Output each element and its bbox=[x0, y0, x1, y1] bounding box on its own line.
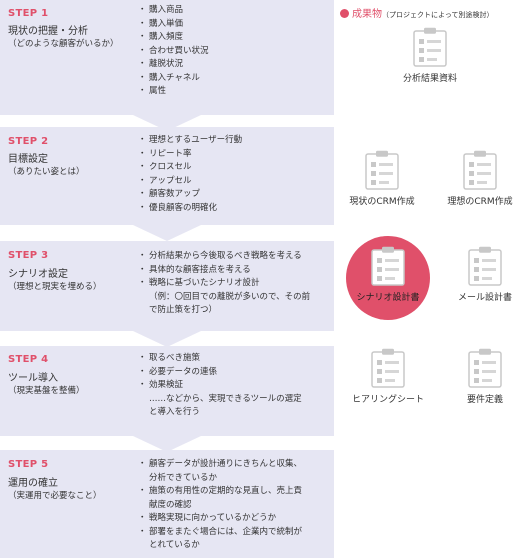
deliverable-requirements: 要件定義 bbox=[436, 348, 529, 405]
clipboard-icon bbox=[468, 246, 502, 286]
list-item: 必要データの連係 bbox=[138, 366, 302, 380]
list-item: 戦略実現に向かっているかどうか bbox=[138, 512, 302, 526]
deliverable-mail-design: メール設計書 bbox=[436, 246, 529, 303]
list-item: 離脱状況 bbox=[138, 58, 209, 72]
list-item: 献度の確認 bbox=[149, 499, 192, 510]
clipboard-icon bbox=[468, 348, 502, 388]
step-5-title: STEP 5 bbox=[8, 459, 49, 470]
step-2-subtitle: （ありたい姿とは） bbox=[8, 167, 85, 177]
step-1-subtitle: （どのような顧客がいるか） bbox=[8, 39, 119, 49]
deliverable-analysis-report: 分析結果資料 bbox=[381, 27, 479, 84]
deliverable-label: ヒアリングシート bbox=[351, 395, 424, 405]
deliverable-hearing-sheet: ヒアリングシート bbox=[339, 348, 437, 405]
list-item: 属性 bbox=[138, 85, 209, 99]
list-item: リピート率 bbox=[138, 148, 242, 162]
deliverable-scenario-design: シナリオ設計書 bbox=[339, 236, 437, 320]
list-item: 顧客数アップ bbox=[138, 188, 242, 202]
list-item: で防止策を打つ） bbox=[149, 305, 218, 315]
deliverables-legend: 成果物（プロジェクトによって別途検討） bbox=[340, 5, 493, 20]
clipboard-icon bbox=[365, 150, 399, 190]
list-item: 合わせ買い状況 bbox=[138, 45, 208, 59]
list-item: 購入商品 bbox=[138, 4, 209, 18]
legend-label: 成果物 bbox=[352, 9, 382, 20]
deliverable-current-crm: 現状のCRM作成 bbox=[333, 150, 431, 207]
step-4-name: ツール導入 bbox=[8, 373, 58, 384]
deliverable-label: 要件定義 bbox=[466, 395, 503, 405]
clipboard-icon bbox=[371, 348, 405, 388]
list-item: 購入チャネル bbox=[138, 72, 209, 86]
step-3-items: 分析結果から今後取るべき戦略を考える 具体的な顧客接点を考える 戦略に基づいたシ… bbox=[138, 250, 311, 318]
clipboard-icon bbox=[463, 150, 497, 190]
list-item: 優良顧客の明確化 bbox=[138, 202, 242, 216]
step-2-name: 目標設定 bbox=[8, 154, 48, 165]
step-1-title: STEP 1 bbox=[8, 8, 49, 19]
deliverable-label: 現状のCRM作成 bbox=[349, 197, 415, 207]
step-2-items: 理想とするユーザー行動 リピート率 クロスセル アップセル 顧客数アップ 優良顧… bbox=[138, 134, 242, 216]
list-item: 理想とするユーザー行動 bbox=[138, 134, 242, 148]
step-4-subtitle: （現実基盤を整備） bbox=[8, 386, 85, 396]
list-item: （例：〇回目での離脱が多いので、その前 bbox=[149, 291, 311, 302]
list-item: クロスセル bbox=[138, 161, 242, 175]
list-item: 具体的な顧客接点を考える bbox=[138, 264, 310, 278]
deliverable-label: 分析結果資料 bbox=[402, 74, 457, 84]
step-2-title: STEP 2 bbox=[8, 136, 49, 147]
deliverable-ideal-crm: 理想のCRM作成 bbox=[431, 150, 529, 207]
step-3-title: STEP 3 bbox=[8, 250, 49, 261]
list-item: 戦略に基づいたシナリオ設計 bbox=[138, 277, 310, 291]
list-item: 部署をまたぐ場合には、企業内で統制が bbox=[138, 526, 302, 540]
deliverable-label: メール設計書 bbox=[457, 293, 512, 303]
list-item: 購入頻度 bbox=[138, 31, 209, 45]
clipboard-icon bbox=[371, 246, 405, 286]
list-item: 効果検証 bbox=[138, 379, 302, 393]
step-arrow-icon bbox=[133, 436, 201, 452]
step-arrow-icon bbox=[133, 225, 201, 241]
step-arrow-icon bbox=[133, 331, 201, 347]
list-item: 取るべき施策 bbox=[138, 352, 302, 366]
step-1-name: 現状の把握・分析 bbox=[8, 26, 88, 37]
step-5-items: 顧客データが設計通りにきちんと収集、 分析できているか 施策の有用性の定期的な見… bbox=[138, 458, 302, 553]
list-item: と導入を行う bbox=[149, 407, 201, 417]
step-4-items: 取るべき施策 必要データの連係 効果検証 ……などから、実現できるツールの選定 … bbox=[138, 352, 302, 420]
legend-note: （プロジェクトによって別途検討） bbox=[382, 11, 494, 19]
deliverable-label: 理想のCRM作成 bbox=[447, 197, 513, 207]
list-item: 購入単価 bbox=[138, 18, 209, 32]
step-5-subtitle: （実運用で必要なこと） bbox=[8, 491, 102, 501]
step-4-title: STEP 4 bbox=[8, 354, 49, 365]
list-item: ……などから、実現できるツールの選定 bbox=[149, 393, 302, 404]
step-3-subtitle: （理想と現実を埋める） bbox=[8, 282, 102, 292]
list-item: 分析できているか bbox=[149, 472, 218, 483]
legend-dot-icon bbox=[340, 9, 349, 18]
list-item: アップセル bbox=[138, 175, 242, 189]
step-3-name: シナリオ設定 bbox=[8, 269, 68, 280]
step-1-items: 購入商品 購入単価 購入頻度 合わせ買い状況 離脱状況 購入チャネル 属性 bbox=[138, 4, 209, 99]
deliverable-label: シナリオ設計書 bbox=[356, 293, 420, 303]
list-item: 分析結果から今後取るべき戦略を考える bbox=[138, 250, 310, 264]
list-item: 施策の有用性の定期的な見直し、売上貢 bbox=[138, 485, 302, 499]
list-item: 顧客データが設計通りにきちんと収集、 bbox=[138, 458, 302, 472]
list-item: とれているか bbox=[149, 540, 200, 550]
step-5-name: 運用の確立 bbox=[8, 478, 58, 489]
clipboard-icon bbox=[413, 27, 447, 67]
